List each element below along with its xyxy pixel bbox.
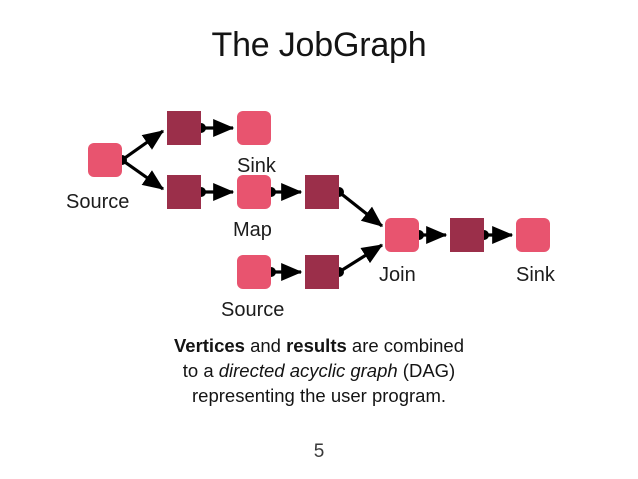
edge-map-to-result — [266, 183, 303, 201]
caption-line-3: representing the user program. — [192, 385, 446, 406]
node-sink-final[interactable] — [516, 218, 550, 252]
caption-line1-mid: and — [244, 335, 287, 356]
label-map: Map — [233, 219, 272, 241]
edge-source-to-result-bottom — [266, 263, 303, 281]
edge-result-to-map — [196, 183, 235, 201]
edge-result-to-join-lower — [334, 243, 384, 277]
caption-bold-results: results — [286, 335, 347, 356]
node-result-final[interactable] — [450, 218, 484, 252]
caption-bold-vertices: Vertices — [173, 335, 245, 356]
label-source-bottom: Source — [221, 299, 284, 321]
node-label-layer: Source Sink Map Source Join Sink — [66, 155, 556, 321]
node-source-bottom[interactable] — [237, 255, 271, 289]
label-sink-top: Sink — [237, 155, 277, 177]
page-title: The JobGraph — [211, 26, 427, 64]
caption-italic-dag: directed acyclic graph — [218, 360, 398, 381]
node-sink-top[interactable] — [237, 111, 271, 145]
node-map[interactable] — [237, 175, 271, 209]
node-layer — [88, 111, 550, 289]
node-source-top[interactable] — [88, 143, 122, 177]
caption-line2-post: (DAG) — [397, 360, 456, 381]
node-result-bottom[interactable] — [305, 255, 339, 289]
node-join[interactable] — [385, 218, 419, 252]
label-sink-final: Sink — [516, 264, 556, 286]
caption-line2-pre: to a — [182, 360, 219, 381]
caption-line-2: to a directed acyclic graph (DAG) — [0, 358, 638, 383]
jobgraph-diagram: Source Sink Map Source Join Sink — [0, 95, 638, 325]
node-result-middle-right[interactable] — [305, 175, 339, 209]
node-result-top[interactable] — [167, 111, 201, 145]
label-join: Join — [379, 264, 416, 286]
caption-line-1: Vertices and results are combined — [0, 333, 638, 358]
jobgraph-svg: Source Sink Map Source Join Sink — [66, 111, 556, 321]
edge-source-to-result-middle — [121, 158, 165, 191]
edge-result-to-sink-top — [196, 119, 235, 137]
caption-line1-post: are combined — [346, 335, 465, 356]
caption-text: Vertices and results are combined to a d… — [0, 333, 638, 408]
page-number: 5 — [313, 441, 325, 462]
node-result-middle-left[interactable] — [167, 175, 201, 209]
label-source-top: Source — [66, 191, 129, 213]
edge-result-to-join-upper — [334, 187, 384, 228]
